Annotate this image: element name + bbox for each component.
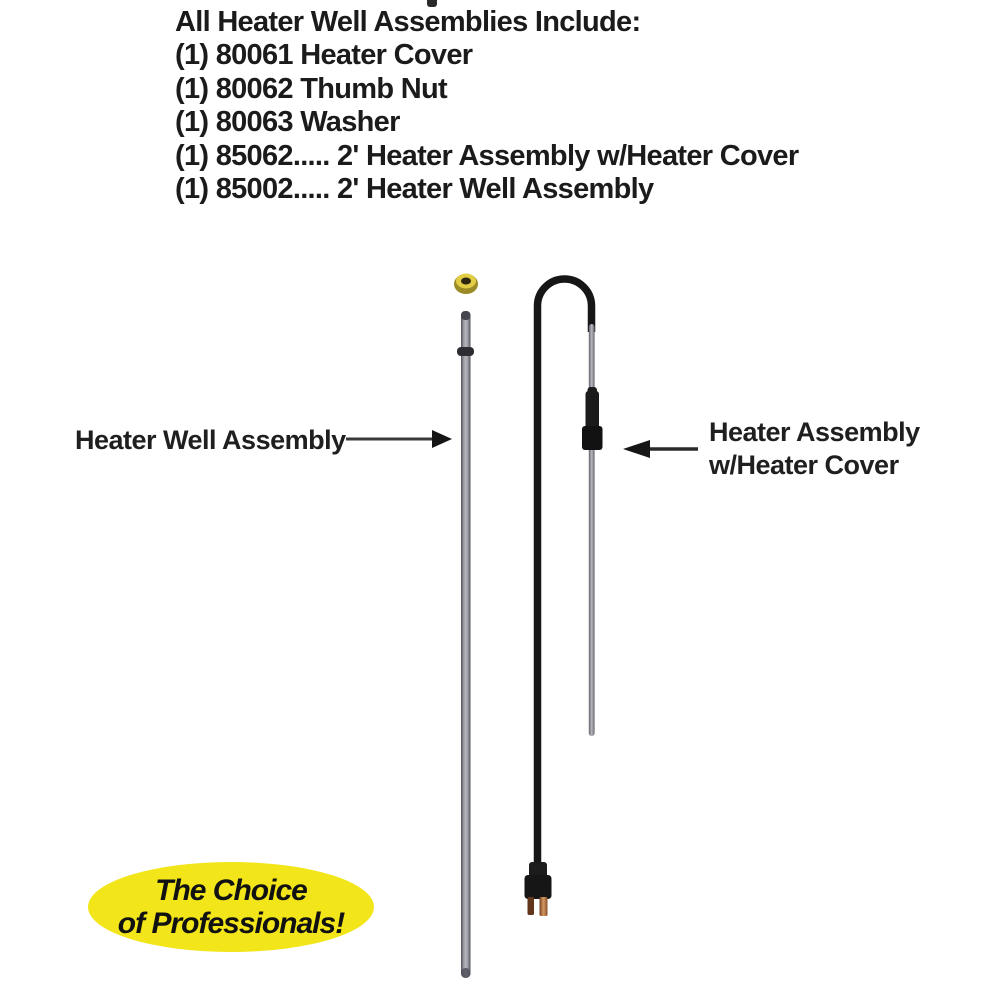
clipped-text-fragment (427, 0, 437, 7)
badge-line1: The Choice (155, 874, 308, 907)
thumb-nut-icon (454, 273, 478, 294)
heater-well-tube (457, 311, 474, 978)
arrow-left-icon (623, 440, 698, 458)
parts-list-item: (1) 80063 Washer (175, 106, 400, 139)
power-plug-icon (524, 862, 552, 916)
badge-line2: of Professionals! (117, 907, 345, 940)
heater-assembly-label: Heater Assembly w/Heater Cover (709, 416, 920, 482)
heater-assembly-label-line1: Heater Assembly (709, 417, 920, 447)
heater-assembly-label-line2: w/Heater Cover (709, 450, 899, 480)
parts-list-item: (1) 80062 Thumb Nut (175, 72, 448, 105)
arrow-right-icon (346, 430, 452, 448)
heater-element-rod (588, 324, 595, 736)
heater-cover-sleeve (582, 387, 603, 450)
heater-well-label: Heater Well Assembly (75, 425, 346, 455)
choice-of-professionals-badge: The Choice of Professionals! (88, 862, 374, 952)
parts-list-item: (1) 85062..... 2' Heater Assembly w/Heat… (175, 139, 799, 172)
parts-list: All Heater Well Assemblies Include: (1) … (175, 6, 799, 206)
parts-list-item: (1) 80061 Heater Cover (175, 39, 473, 72)
parts-list-title: All Heater Well Assemblies Include: (175, 6, 641, 38)
parts-list-item: (1) 85002..... 2' Heater Well Assembly (175, 173, 654, 206)
heater-cable (533, 275, 596, 869)
